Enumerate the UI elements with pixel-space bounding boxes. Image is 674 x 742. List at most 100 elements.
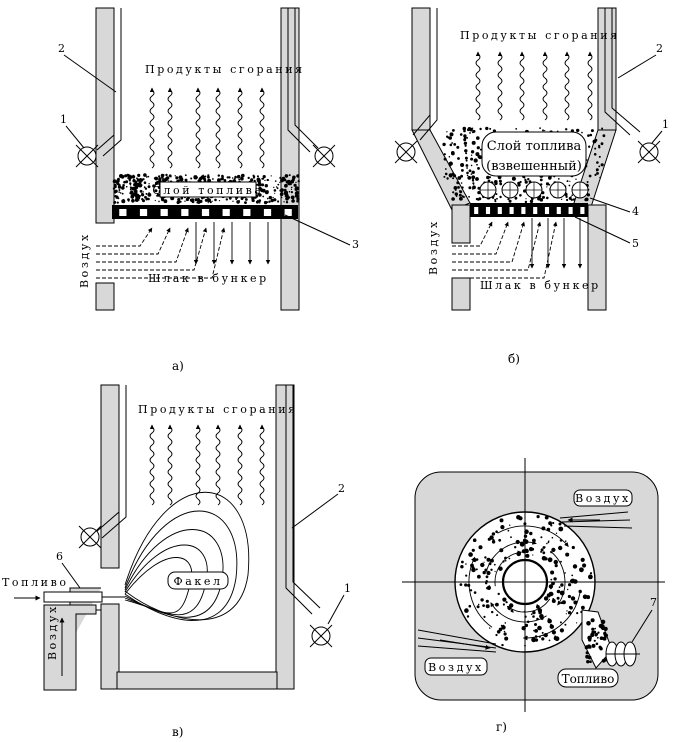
- fuel-particle: [257, 182, 262, 187]
- caption-g: г): [496, 720, 507, 734]
- fuel-particle: [568, 184, 571, 187]
- fuel-particle: [129, 182, 132, 185]
- fuel-particle: [464, 608, 469, 613]
- fuel-particle: [449, 132, 454, 137]
- fuel-particle: [274, 180, 277, 182]
- fuel-particle: [531, 637, 536, 643]
- fuel-particle: [264, 179, 266, 182]
- fuel-particle: [270, 198, 274, 203]
- fuel-particle: [283, 191, 287, 195]
- fuel-particle: [507, 198, 510, 201]
- fuel-particle: [499, 182, 503, 186]
- fuel-particle: [179, 177, 184, 182]
- fuel-particle: [497, 592, 500, 596]
- fuel-particle: [141, 198, 144, 201]
- label-3: 3: [352, 238, 359, 251]
- fuel-particle: [461, 560, 464, 564]
- fuel-particle: [544, 130, 546, 132]
- fuel-particle: [124, 174, 128, 178]
- fuel-particle: [529, 531, 533, 536]
- air-arrow: [452, 221, 509, 255]
- fuel-particle: [472, 180, 474, 182]
- fuel-particle: [542, 129, 544, 132]
- fuel-particle: [457, 157, 460, 160]
- fuel-particle: [180, 196, 184, 200]
- fuel-particle: [478, 603, 480, 606]
- products-label: Продукты сгорания: [460, 29, 620, 42]
- air-top-label: Воздух: [575, 492, 631, 505]
- grate-slot: [139, 209, 148, 216]
- fuel-particle: [517, 183, 521, 187]
- fuel-particle: [536, 515, 540, 519]
- fuel-particle: [571, 578, 575, 582]
- fuel-particle: [133, 183, 137, 187]
- fuel-particle: [541, 637, 545, 641]
- fuel-particle: [594, 633, 598, 637]
- fuel-particle: [558, 526, 564, 532]
- fuel-particle: [444, 172, 448, 176]
- fuel-particle: [487, 179, 491, 183]
- caption-v: в): [172, 725, 183, 739]
- fuel-particle: [465, 159, 468, 162]
- fuel-particle: [559, 628, 565, 633]
- fuel-layer-label-2: (взвешенный): [486, 159, 582, 174]
- fuel-particle: [524, 178, 527, 181]
- fuel-particle: [274, 192, 276, 194]
- fuel-particle: [596, 636, 599, 639]
- fuel-particle: [113, 185, 116, 188]
- fuel-particle: [263, 200, 268, 205]
- fuel-particle: [179, 200, 182, 203]
- fuel-particle: [156, 193, 160, 197]
- fuel-particle: [154, 185, 156, 187]
- fuel-particle: [477, 167, 480, 170]
- fuel-particle: [527, 178, 530, 181]
- fuel-particle: [581, 605, 585, 610]
- fuel-particle: [581, 131, 583, 134]
- valve-icon: [637, 140, 661, 164]
- fuel-particle: [121, 186, 125, 190]
- grate-slot: [497, 207, 502, 214]
- fuel-particle: [251, 198, 255, 202]
- fuel-particle: [591, 627, 595, 631]
- fuel-particle: [284, 183, 288, 188]
- fuel-particle: [466, 167, 468, 169]
- fuel-particle: [287, 181, 291, 186]
- fuel-particle: [579, 567, 584, 573]
- left-wall-bottom: [451, 277, 471, 311]
- fuel-particle: [578, 589, 582, 594]
- fuel-particle: [192, 199, 194, 201]
- fuel-particle: [139, 189, 143, 193]
- fuel-particle: [121, 199, 126, 204]
- fuel-particle: [542, 546, 546, 549]
- fuel-particle: [460, 565, 464, 569]
- smoke-arrow: [564, 51, 570, 121]
- fuel-particle: [196, 201, 198, 204]
- fuel-particle: [584, 646, 588, 650]
- fuel-particle: [174, 175, 176, 177]
- fuel-particle: [510, 536, 512, 539]
- air-inlet-top: [559, 511, 633, 529]
- air-arrow: [452, 221, 493, 247]
- fuel-particle: [446, 177, 449, 180]
- grate-slot: [284, 209, 292, 216]
- fuel-particle: [576, 622, 578, 624]
- grate-slot: [485, 207, 491, 214]
- fuel-particle: [127, 200, 130, 202]
- fuel-particle: [149, 185, 151, 188]
- fuel-particle: [585, 651, 589, 655]
- fuel-particle: [117, 197, 120, 200]
- fuel-particle: [534, 629, 538, 633]
- fuel-particle: [446, 135, 449, 138]
- fuel-particle: [486, 586, 489, 590]
- fuel-particle: [537, 625, 542, 631]
- products-label: Продукты сгорания: [145, 63, 305, 76]
- fuel-particle: [116, 183, 119, 186]
- fuel-particle: [595, 642, 599, 646]
- fuel-particle: [211, 200, 213, 202]
- fuel-particle: [489, 627, 491, 629]
- slag-arrows: [529, 218, 583, 269]
- caption-b: б): [508, 352, 520, 366]
- smoke-arrow: [195, 87, 201, 169]
- fuel-particle: [234, 175, 237, 179]
- fuel-particle: [499, 518, 504, 523]
